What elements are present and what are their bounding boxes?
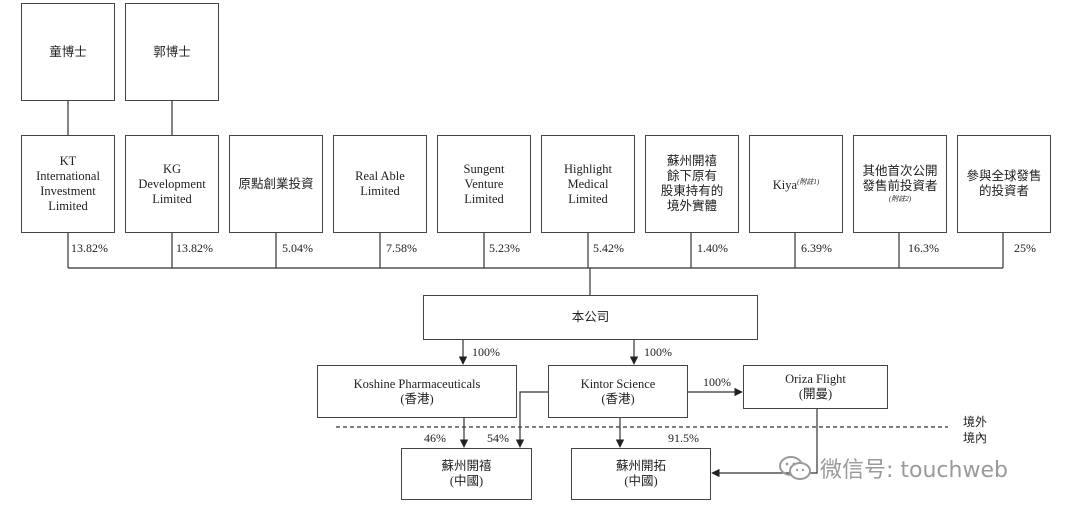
company-box: 本公司 xyxy=(423,295,758,340)
shareholder-pre-ipo: 其他首次公開 發售前投資者 (附註2) xyxy=(853,135,947,233)
pct-kaituo: 91.5% xyxy=(668,431,699,445)
note-1: (附註1) xyxy=(797,177,820,186)
pct-sungent: 5.23% xyxy=(489,241,520,255)
shareholder-kt: KT International Investment Limited xyxy=(21,135,115,233)
shareholder-real-able: Real Able Limited xyxy=(333,135,427,233)
pct-kaixi-a: 46% xyxy=(424,431,446,445)
shareholder-kiya: Kiya(附註1) xyxy=(749,135,843,233)
pct-kg: 13.82% xyxy=(176,241,213,255)
watermark-text: 微信号: touchweb xyxy=(820,458,1008,483)
pct-kaixi-overseas: 1.40% xyxy=(697,241,728,255)
label-inside: 境內 xyxy=(963,431,988,445)
holder-dr-guo: 郭博士 xyxy=(125,3,219,101)
oriza-box: Oriza Flight (開曼) xyxy=(743,365,888,409)
watermark: 微信号: touchweb xyxy=(778,452,1008,484)
kintor-box: Kintor Science (香港) xyxy=(548,365,688,418)
pct-kiya: 6.39% xyxy=(801,241,832,255)
shareholder-yuandian: 原點創業投資 xyxy=(229,135,323,233)
shareholder-global-offering: 參與全球發售 的投資者 xyxy=(957,135,1051,233)
label-outside: 境外 xyxy=(963,415,988,429)
wechat-icon xyxy=(779,456,811,480)
koshine-box: Koshine Pharmaceuticals (香港) xyxy=(317,365,517,418)
shareholder-highlight: Highlight Medical Limited xyxy=(541,135,635,233)
shareholder-kaixi-overseas: 蘇州開禧 餘下原有 股東持有的 境外實體 xyxy=(645,135,739,233)
note-2: (附註2) xyxy=(888,195,912,203)
pct-kt: 13.82% xyxy=(71,241,108,255)
kaixi-box: 蘇州開禧 (中國) xyxy=(401,448,532,500)
pct-pre-ipo: 16.3% xyxy=(908,241,939,255)
pct-koshine: 100% xyxy=(472,345,500,359)
kaituo-box: 蘇州開拓 (中國) xyxy=(571,448,711,500)
shareholder-sungent: Sungent Venture Limited xyxy=(437,135,531,233)
shareholder-kg: KG Development Limited xyxy=(125,135,219,233)
pct-kintor: 100% xyxy=(644,345,672,359)
pct-yuandian: 5.04% xyxy=(282,241,313,255)
pct-kaixi-b: 54% xyxy=(487,431,509,445)
pct-highlight: 5.42% xyxy=(593,241,624,255)
pct-oriza: 100% xyxy=(703,375,731,389)
pct-global-offering: 25% xyxy=(1014,241,1036,255)
holder-dr-tong: 童博士 xyxy=(21,3,115,101)
pct-real-able: 7.58% xyxy=(386,241,417,255)
